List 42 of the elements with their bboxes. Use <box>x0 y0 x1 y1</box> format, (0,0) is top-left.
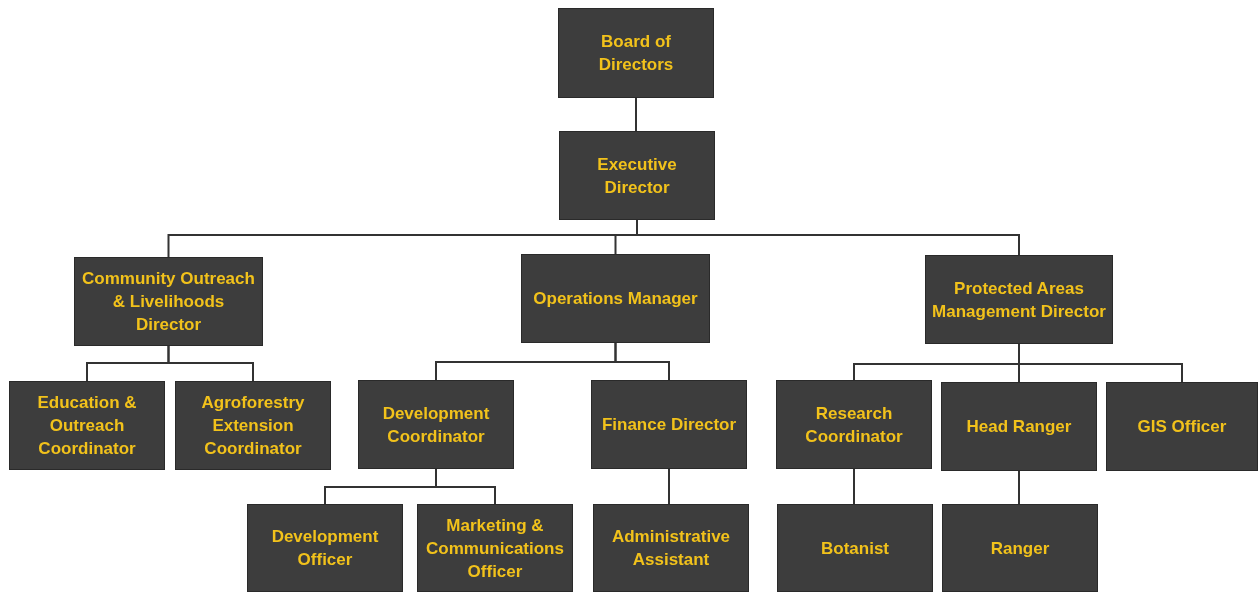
role-box <box>417 504 573 592</box>
connector-line <box>1018 343 1183 383</box>
role-title: Marketing & Communications Officer <box>425 514 565 583</box>
role-title: GIS Officer <box>1137 416 1227 438</box>
role-box <box>247 504 403 592</box>
role-box <box>777 504 933 592</box>
role-title: Administrative Assistant <box>610 526 732 571</box>
role-title: Board of Directors <box>597 31 675 76</box>
role-title: Education & Outreach Coordinator <box>36 392 138 460</box>
connector-line <box>853 468 855 505</box>
connector-line <box>668 468 670 505</box>
connector-line <box>167 345 254 382</box>
role-title: Operations Manager <box>533 288 698 310</box>
role-title: Community Outreach & Livelihoods Director <box>81 268 256 336</box>
role-box <box>9 381 165 470</box>
role-title: Agroforestry Extension Coordinator <box>200 392 306 460</box>
connector-line <box>1018 470 1020 505</box>
role-title: Finance Director <box>601 414 737 436</box>
role-box <box>591 380 747 469</box>
role-box <box>358 380 514 469</box>
role-box <box>175 381 331 470</box>
role-title: Head Ranger <box>966 416 1072 438</box>
role-box <box>941 382 1097 471</box>
role-title: Development Coordinator <box>381 402 491 448</box>
role-box <box>593 504 749 592</box>
role-box <box>74 257 263 346</box>
role-box <box>1106 382 1258 471</box>
role-box <box>776 380 932 469</box>
role-box <box>521 254 710 343</box>
role-title: Research Coordinator <box>804 402 904 448</box>
role-title: Botanist <box>821 537 889 560</box>
connector-line <box>614 342 670 381</box>
connector-line <box>635 97 637 132</box>
role-box <box>559 131 715 220</box>
role-title: Development Officer <box>270 526 380 571</box>
role-title: Ranger <box>990 537 1050 560</box>
connector-line <box>435 468 496 505</box>
role-box <box>942 504 1098 592</box>
role-title: Executive Director <box>596 153 678 199</box>
role-box <box>558 8 714 98</box>
role-title: Protected Areas Management Director <box>931 277 1107 323</box>
role-box <box>925 255 1113 344</box>
